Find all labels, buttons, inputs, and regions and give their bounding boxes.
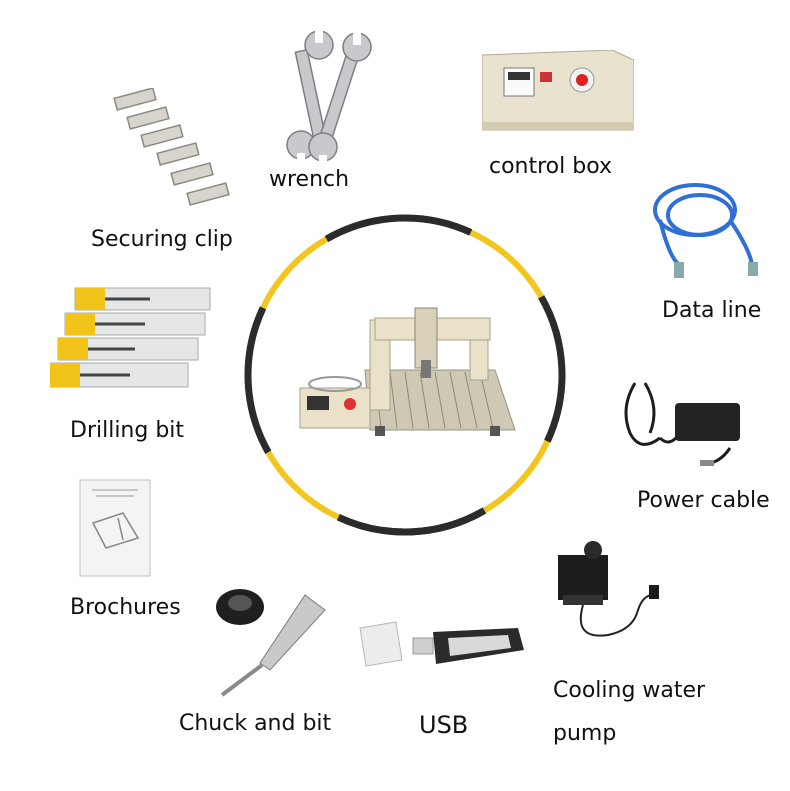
usb-drive-image: [359, 621, 524, 667]
data-line-image: [653, 183, 758, 278]
chuck-and-bit-label: Chuck and bit: [179, 711, 332, 736]
usb-label: USB: [419, 711, 469, 739]
wrench-image: [286, 29, 372, 165]
chuck-and-bit-image: [216, 589, 326, 697]
drilling-bit-image: [50, 287, 211, 388]
control-box-image: [482, 50, 634, 131]
control-box-label: control box: [489, 154, 613, 179]
cooling-pump-image: [558, 541, 659, 637]
securing-clip-label: Securing clip: [91, 227, 233, 252]
center-ring: [244, 214, 566, 536]
cooling-pump-label-line1: Cooling water: [553, 678, 706, 703]
drilling-bit-label: Drilling bit: [70, 418, 185, 443]
power-cable-image: [624, 382, 740, 466]
wrench-label: wrench: [269, 167, 350, 192]
brochures-image: [79, 479, 151, 577]
brochures-label: Brochures: [70, 595, 181, 620]
data-line-label: Data line: [662, 298, 762, 323]
power-cable-label: Power cable: [637, 488, 770, 513]
cooling-pump-label-line2: pump: [553, 721, 617, 746]
cnc-machine-image: [299, 307, 516, 436]
securing-clip-image: [113, 88, 230, 206]
